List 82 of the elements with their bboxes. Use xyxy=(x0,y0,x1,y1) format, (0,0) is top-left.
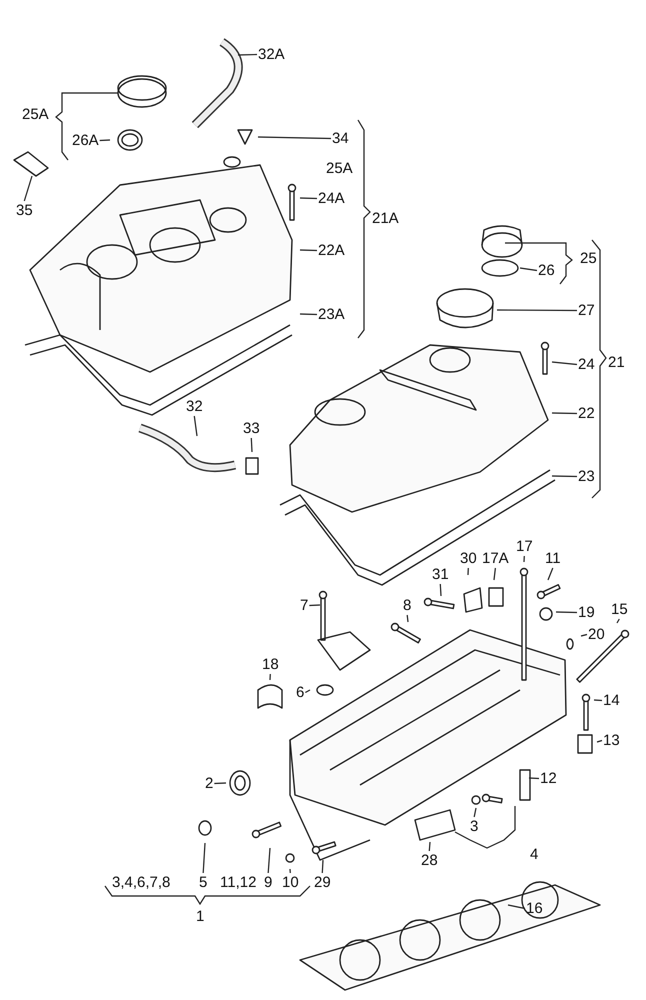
callout-number: 21 xyxy=(608,354,625,371)
leader-line xyxy=(474,808,477,818)
callout-number: 10 xyxy=(282,874,299,891)
leader-line xyxy=(406,614,409,622)
callout-number: 35 xyxy=(16,202,33,219)
leader-line xyxy=(300,313,318,316)
callout-number: 14 xyxy=(603,692,620,709)
leader-line xyxy=(580,634,588,637)
callout-number: 9 xyxy=(264,874,272,891)
callout-number: 22 xyxy=(578,405,595,422)
leader-line xyxy=(520,267,538,272)
leader-line xyxy=(523,556,525,562)
callout-number: 18 xyxy=(262,656,279,673)
leader-line xyxy=(305,689,310,694)
leader-line xyxy=(269,674,271,680)
callout-number: 23 xyxy=(578,468,595,485)
callout-number: 4 xyxy=(530,846,538,863)
leader-line xyxy=(214,782,226,784)
callout-number: 11,12 xyxy=(220,874,256,891)
leader-line xyxy=(202,842,206,874)
leader-line xyxy=(268,848,271,874)
leader-line xyxy=(24,176,33,202)
callout-number: 2 xyxy=(205,775,214,792)
leader-line xyxy=(258,136,332,140)
callout-number: 8 xyxy=(403,597,412,614)
leader-line xyxy=(238,54,258,56)
leader-line xyxy=(552,412,578,414)
callout-number: 32 xyxy=(186,398,203,415)
leader-line xyxy=(100,139,110,142)
leader-line xyxy=(616,618,620,624)
callout-number: 30 xyxy=(460,550,477,567)
leader-line xyxy=(594,699,602,702)
callout-number: 21A xyxy=(372,210,399,227)
leader-line xyxy=(508,904,526,910)
leader-line xyxy=(552,475,578,478)
callout-number: 13 xyxy=(603,732,620,749)
callout-number: 11 xyxy=(545,550,561,567)
leader-line xyxy=(322,860,324,874)
callout-number: 24A xyxy=(318,190,345,207)
leader-line xyxy=(556,611,578,614)
callout-number: 26A xyxy=(72,132,99,149)
leader-line xyxy=(596,740,602,743)
leader-line xyxy=(250,438,253,452)
leader-line xyxy=(300,197,318,200)
callout-number: 27 xyxy=(578,302,595,319)
callout-number: 6 xyxy=(296,684,304,701)
leader-line xyxy=(194,416,198,436)
callout-number: 3,4,6,7,8 xyxy=(112,874,170,891)
leader-line xyxy=(300,249,318,252)
callout-number: 34 xyxy=(332,130,349,147)
callout-number: 22A xyxy=(318,242,345,259)
callout-number: 20 xyxy=(588,626,605,643)
callout-number: 7 xyxy=(300,597,308,614)
callout-number: 25 xyxy=(580,250,597,267)
leader-line xyxy=(309,604,320,606)
callout-number: 33 xyxy=(243,420,260,437)
callout-number: 5 xyxy=(199,874,208,891)
callout-number: 17A xyxy=(482,550,509,567)
leader-line xyxy=(467,568,469,576)
callout-number: 29 xyxy=(314,874,331,891)
leader-line xyxy=(428,842,431,852)
leader-line xyxy=(493,568,496,580)
callout-number: 26 xyxy=(538,262,555,279)
callout-number: 32A xyxy=(258,46,285,63)
callout-number: 19 xyxy=(578,604,595,621)
leader-line xyxy=(528,777,540,780)
callout-number: 1 xyxy=(196,908,204,925)
callout-number: 12 xyxy=(540,770,557,787)
leader-line xyxy=(440,584,442,596)
callout-number: 15 xyxy=(611,601,628,618)
leader-line xyxy=(547,568,554,580)
leader-line xyxy=(552,361,578,366)
callout-number: 28 xyxy=(421,852,438,869)
callout-number: 3 xyxy=(470,818,478,835)
leader-line xyxy=(289,868,291,874)
callout-number: 25A xyxy=(22,106,49,123)
callout-number: 23A xyxy=(318,306,345,323)
callout-number: 24 xyxy=(578,356,595,373)
callout-number: 25A xyxy=(326,160,353,177)
leader-line xyxy=(497,309,577,312)
callout-number: 31 xyxy=(432,566,449,583)
callout-number: 17 xyxy=(516,538,533,555)
